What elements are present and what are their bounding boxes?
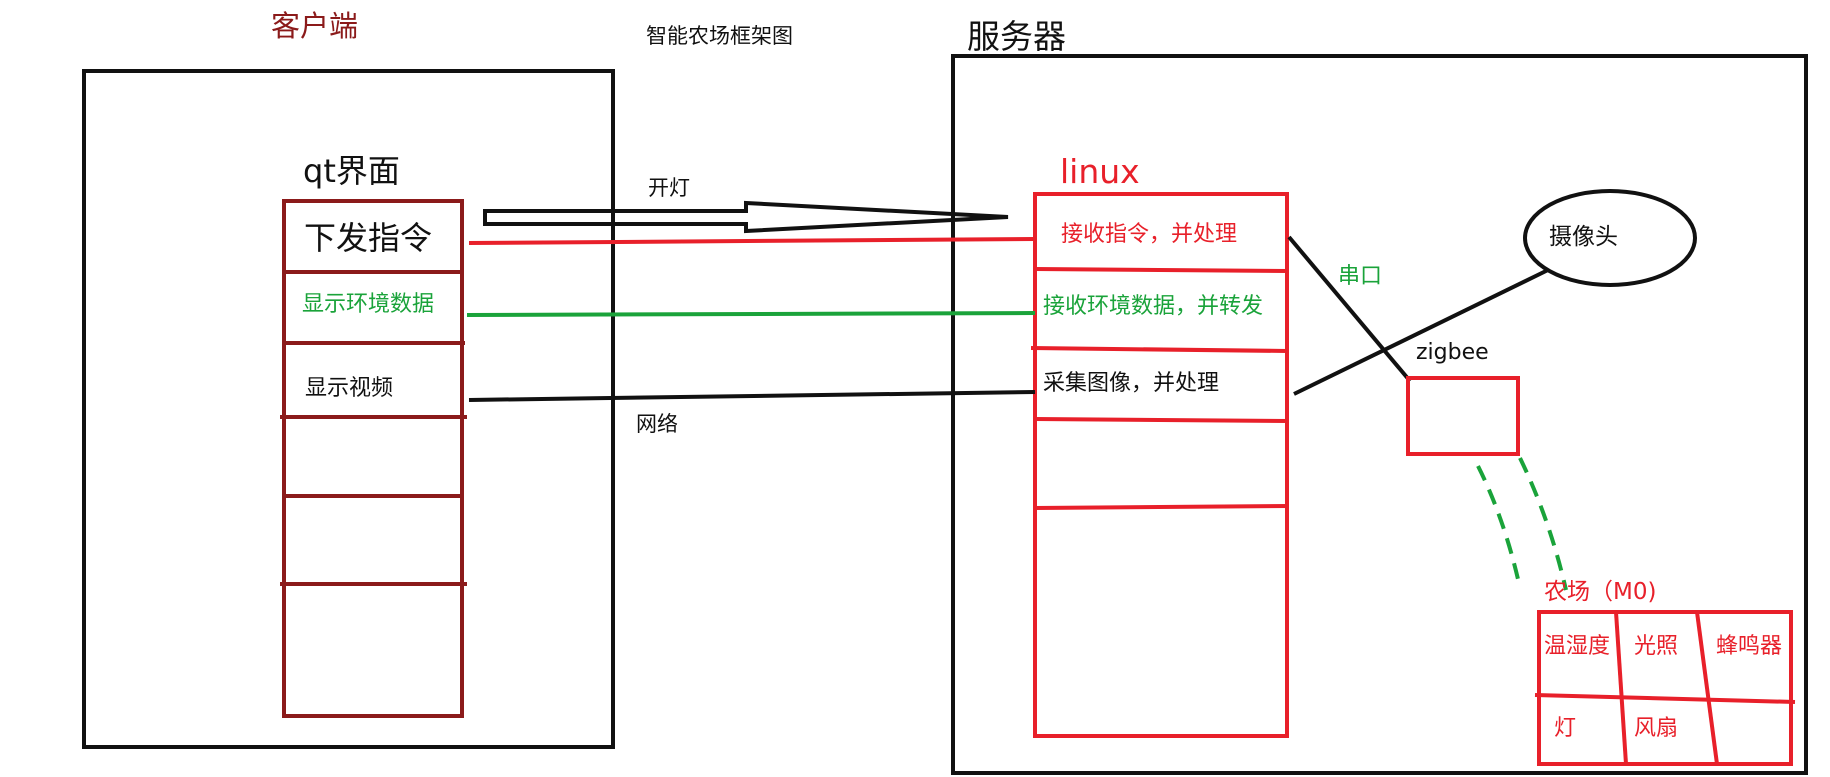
qt-panel-label: qt界面: [303, 152, 400, 190]
farm-cell-temp-humidity: 温湿度: [1544, 634, 1611, 659]
environment-line: [466, 311, 1036, 317]
camera-node: [1523, 189, 1697, 287]
linux-divider-3: [1034, 417, 1288, 423]
wireless-link-left: [1476, 465, 1522, 589]
farm-cell-lamp: 灯: [1554, 716, 1577, 741]
video-line: [468, 390, 1036, 402]
farm-grid: [1537, 610, 1793, 766]
linux-panel-label: linux: [1060, 152, 1140, 191]
farm-col-divider-2: [1695, 611, 1719, 765]
client-box: [82, 69, 615, 749]
farm-label: 农场（M0): [1544, 579, 1657, 605]
zigbee-label: zigbee: [1416, 340, 1489, 365]
qt-row-send-command: 下发指令: [304, 219, 433, 257]
server-label: 服务器: [967, 17, 1066, 56]
command-line: [468, 237, 1036, 245]
zigbee-node: [1406, 376, 1520, 456]
farm-col-divider-1: [1614, 611, 1628, 765]
client-label: 客户端: [271, 9, 359, 43]
serial-line: [1287, 235, 1412, 383]
farm-cell-fan: 风扇: [1634, 716, 1679, 741]
camera-label: 摄像头: [1549, 224, 1618, 250]
camera-line: [1293, 268, 1549, 396]
qt-row-show-environment: 显示环境数据: [302, 292, 435, 317]
farm-row-divider: [1534, 693, 1796, 704]
linux-row-receive-environment: 接收环境数据，并转发: [1043, 294, 1264, 319]
qt-panel: [282, 199, 464, 718]
light-on-label: 开灯: [648, 176, 690, 200]
linux-row-receive-command: 接收指令，并处理: [1061, 222, 1238, 247]
network-label: 网络: [636, 412, 678, 436]
farm-cell-light-sensor: 光照: [1634, 634, 1679, 659]
server-box: [951, 54, 1808, 775]
wireless-link-right: [1518, 457, 1568, 591]
linux-divider-1: [1034, 267, 1288, 273]
light-on-arrow: [483, 200, 1009, 234]
linux-panel: [1033, 192, 1289, 738]
farm-cell-buzzer: 蜂鸣器: [1716, 634, 1783, 659]
linux-divider-4: [1034, 504, 1290, 510]
linux-divider-2: [1030, 346, 1288, 353]
qt-row-show-video: 显示视频: [305, 376, 394, 401]
linux-row-capture-image: 采集图像，并处理: [1043, 371, 1220, 396]
serial-label: 串口: [1338, 264, 1383, 289]
diagram-title: 智能农场框架图: [646, 24, 793, 48]
